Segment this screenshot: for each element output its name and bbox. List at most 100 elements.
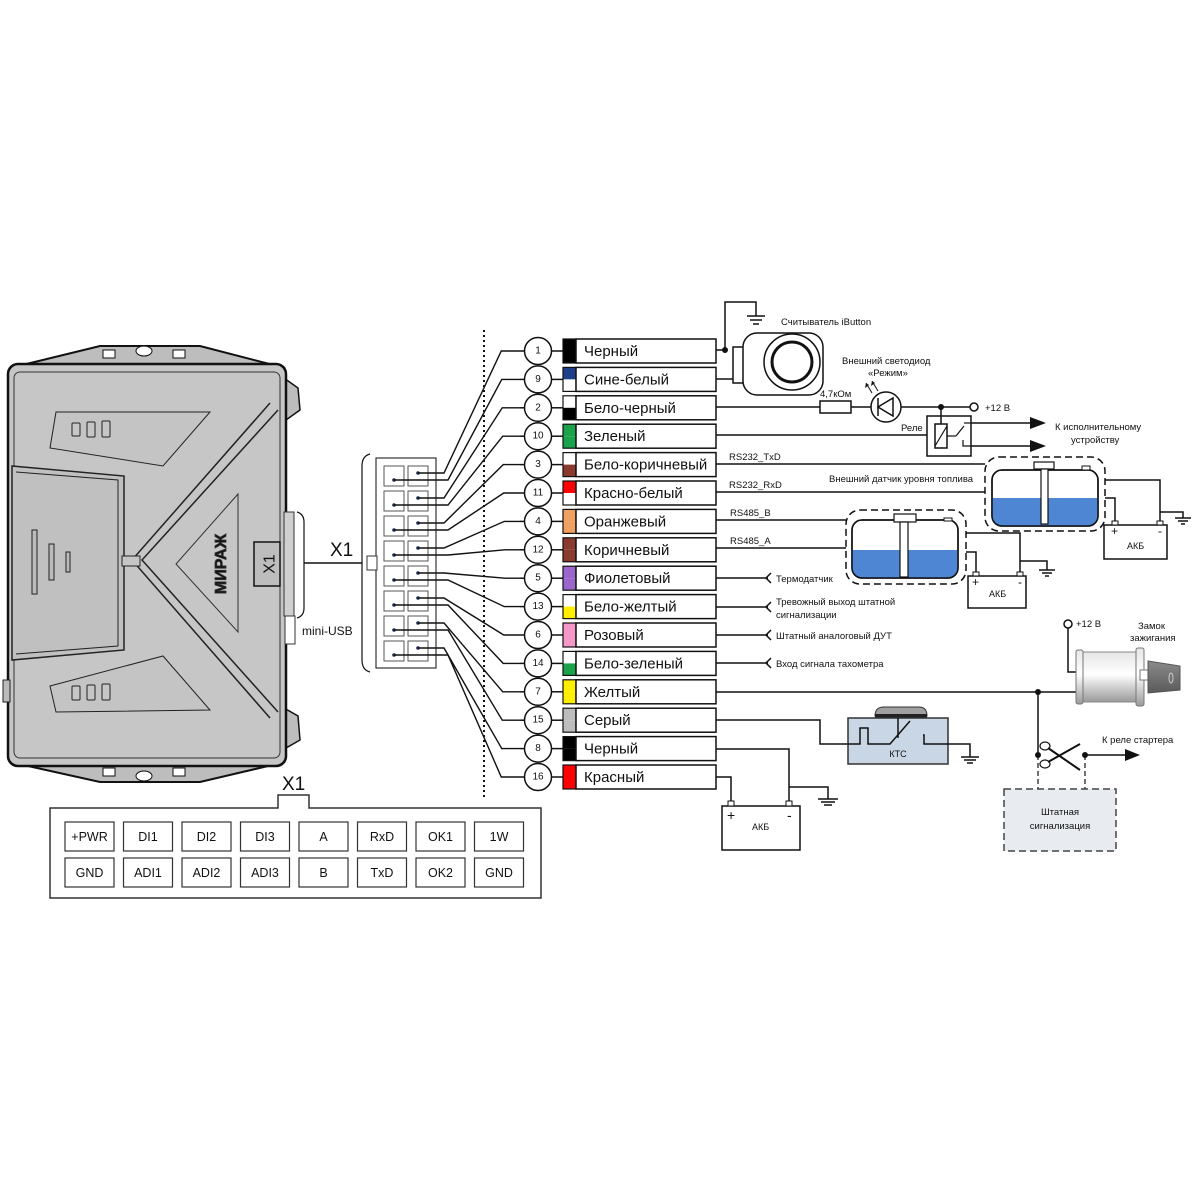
device-x1-label: X1 [262, 554, 279, 574]
kts-button: КТС [847, 706, 949, 765]
wire-row: 9 Сине-белый [520, 365, 717, 394]
pin-number: 1 [535, 346, 541, 357]
wire-color-swatch-bottom [563, 777, 576, 789]
pinout-cell: B [298, 857, 349, 888]
wire-row: 4 Оранжевый [520, 507, 717, 536]
wire-name: Сине-белый [584, 371, 669, 388]
wire-name: Бело-коричневый [584, 457, 707, 474]
pinout-cell: RxD [356, 821, 408, 852]
wire-color-swatch-top [563, 367, 576, 380]
pin-number: 12 [532, 544, 544, 555]
pinout-cell-label: ADI1 [134, 866, 162, 880]
scissors-icon [1039, 741, 1081, 771]
pin-number: 6 [535, 630, 541, 641]
wire-name: Оранжевый [584, 513, 666, 530]
pinout-cell-label: ADI2 [193, 866, 221, 880]
relay-label: Реле [901, 423, 923, 434]
pin-number-badge [523, 649, 553, 678]
wire-color-swatch-bottom [563, 748, 576, 761]
wire-name-box [575, 622, 717, 648]
svg-text:+: + [727, 807, 735, 823]
pinout-cell-label: DI3 [255, 830, 275, 844]
connector-cavity-pair [383, 490, 429, 512]
pinout-cell-label: B [319, 866, 327, 880]
pinout-cell-label: +PWR [71, 830, 107, 844]
fuel-sensor-label: Внешний датчик уровня топлива [829, 474, 974, 485]
fan-wire [394, 549, 520, 556]
pinout-cell-label: GND [76, 866, 104, 880]
ignition-lock [1075, 647, 1181, 707]
pinout-cell: TxD [356, 857, 408, 888]
fan-wire [394, 435, 520, 506]
wire-name: Бело-желтый [584, 599, 677, 616]
wire-name: Коричневый [584, 542, 669, 559]
pinout-cell-label: DI2 [197, 830, 217, 844]
wire-color-swatch-top [563, 395, 576, 408]
wire-name: Фиолетовый [584, 570, 671, 587]
wire-name: Бело-зеленый [584, 655, 683, 672]
battery-1: + - АКБ [967, 571, 1027, 609]
cable-x1-label: X1 [330, 540, 353, 561]
alarm-out-label-2: сигнализации [776, 610, 837, 621]
svg-text:-: - [787, 807, 792, 823]
pin-number-badge [523, 705, 553, 735]
starter-relay-label: К реле стартера [1102, 735, 1174, 746]
wire-name-box [575, 395, 717, 421]
connector-cavity-pair [383, 640, 429, 662]
resistor-label: 4,7кОм [820, 389, 851, 400]
pin-number: 4 [535, 516, 541, 527]
pin-number-badge [523, 535, 553, 565]
wire-name: Серый [584, 712, 631, 729]
svg-text:Штатная: Штатная [1041, 807, 1079, 818]
connector-cavity-pair [383, 615, 429, 637]
battery-label-2: АКБ [1127, 541, 1144, 551]
wire-name-box [575, 451, 717, 478]
pinout-cell: A [298, 821, 349, 852]
pin-number: 14 [532, 658, 544, 669]
pin-number-badge [523, 450, 553, 479]
pinout-title: X1 [282, 774, 305, 795]
connector-cavity-pair [383, 540, 429, 562]
mini-usb-port[interactable] [284, 615, 296, 645]
wire-name-box [575, 593, 717, 620]
pin-number-badge [523, 592, 553, 621]
pin-number-badge [523, 393, 553, 423]
fuel-sensor-tank-1 [984, 456, 1191, 532]
resistor [819, 400, 852, 414]
pinout-cell-label: DI1 [138, 830, 158, 844]
pin-number: 2 [535, 402, 541, 413]
analog-fuel-label: Штатный аналоговый ДУТ [776, 631, 892, 642]
actuator-label-1: К исполнительному [1055, 422, 1141, 433]
fan-wire [418, 520, 520, 549]
wire-name-box [575, 423, 717, 449]
led-title: Внешний светодиод [842, 356, 931, 367]
alarm-out-label-1: Тревожный выход штатной [776, 597, 895, 608]
wire-color-swatch-top [563, 537, 576, 550]
wire-color-swatch-bottom [563, 351, 576, 363]
fan-wire [418, 647, 520, 750]
wire-name: Красно-белый [584, 485, 683, 502]
pinout-cell-label: TxD [371, 866, 394, 880]
pin-number-badge [523, 620, 553, 650]
svg-text:-: - [1018, 575, 1022, 589]
plus12-label-b: +12 В [1076, 619, 1101, 630]
pinout-cell: DI2 [181, 821, 232, 852]
tracker-device: МИРАЖ X1 [2, 345, 301, 783]
wire-name: Красный [584, 769, 644, 786]
pin-number: 9 [535, 374, 541, 385]
ibutton-reader [716, 301, 824, 396]
actuator-label-2: устройству [1071, 435, 1120, 446]
wire-color-swatch-bottom [563, 407, 576, 420]
wire-color-swatch-top [563, 424, 576, 437]
led-mode: «Режим» [868, 368, 908, 379]
pinout-cell: OK1 [415, 821, 466, 852]
rs485-b-label: RS485_B [730, 508, 771, 519]
svg-text:+: + [972, 575, 979, 589]
